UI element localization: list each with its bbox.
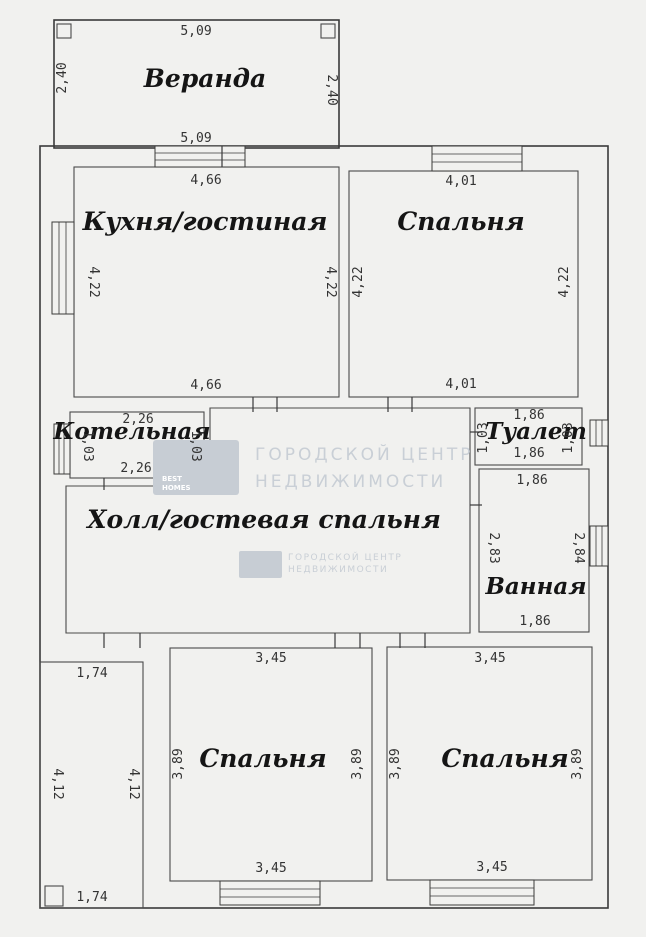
dim-label: 5,09 (180, 131, 211, 146)
dim-label: 1,86 (513, 408, 544, 423)
dim-label: 4,12 (50, 768, 65, 799)
room-label-bedroom-br: Спальня (441, 744, 568, 773)
room-label-hall: Холл/гостевая спальня (85, 505, 441, 534)
window-boiler-left (53, 423, 71, 475)
dim-label: 2,84 (571, 532, 586, 563)
room-label-boiler: Котельная (52, 418, 210, 445)
room-labels: Веранда Кухня/гостиная Спальня Котельная… (52, 64, 586, 773)
dim-label: 2,26 (122, 412, 153, 427)
window-kitchen-left (51, 221, 75, 315)
dim-label: 3,45 (255, 861, 286, 876)
doors (103, 146, 482, 648)
dim-label: 4,01 (445, 377, 476, 392)
room-label-kitchen: Кухня/гостиная (82, 207, 328, 236)
room-label-veranda: Веранда (143, 64, 267, 93)
dim-label: 1,86 (519, 614, 550, 629)
dimension-labels: 5,09 5,09 2,40 2,40 4,66 4,66 4,22 4,22 … (50, 24, 586, 905)
watermark-small-line1: ГОРОДСКОЙ ЦЕНТР (288, 551, 402, 563)
dim-label: 3,45 (476, 860, 507, 875)
dim-label: 2,40 (324, 74, 339, 105)
room-label-bedroom-top: Спальня (397, 207, 524, 236)
dim-label: 2,83 (486, 532, 501, 563)
room-outlines (39, 166, 593, 909)
dim-label: 1,03 (188, 430, 203, 461)
window-bedroom-bl-bottom (219, 880, 321, 906)
watermark-logo (153, 440, 239, 495)
dim-label: 4,22 (323, 266, 338, 297)
dim-label: 1,74 (76, 890, 107, 905)
dim-label: 2,40 (55, 62, 70, 93)
window-bedroom-top (431, 145, 523, 172)
dim-label: 1,03 (476, 422, 491, 453)
dim-label: 1,03 (80, 430, 95, 461)
corner-post (44, 885, 64, 907)
dim-label: 3,89 (388, 748, 403, 779)
window-bedroom-br-bottom (429, 879, 535, 906)
dim-label: 4,66 (190, 378, 221, 393)
dim-label: 1,86 (516, 473, 547, 488)
watermark-line1: ГОРОДСКОЙ ЦЕНТР (255, 443, 473, 465)
watermark-logo-top: BEST (162, 475, 182, 483)
dim-label: 3,89 (171, 748, 186, 779)
dim-label: 3,45 (474, 651, 505, 666)
room-label-toilet: Туалет (485, 418, 587, 445)
dim-label: 3,89 (570, 748, 585, 779)
room-label-bath: Ванная (484, 573, 586, 600)
watermark-small-line2: НЕДВИЖИМОСТИ (288, 565, 388, 575)
toilet-outline (474, 407, 583, 466)
window-toilet-right (589, 419, 609, 447)
dim-label: 3,89 (350, 748, 365, 779)
dim-label: 3,45 (255, 651, 286, 666)
dim-label: 4,22 (557, 266, 572, 297)
veranda-post (56, 23, 72, 39)
bath-outline (478, 468, 590, 633)
dim-label: 4,01 (445, 174, 476, 189)
watermark-line2: НЕДВИЖИМОСТИ (255, 472, 446, 492)
dim-label: 5,09 (180, 24, 211, 39)
kitchen-outline (73, 166, 340, 398)
veranda-post (320, 23, 336, 39)
watermark-logo-bottom: HOMES (162, 484, 191, 492)
watermark-logo-small (239, 551, 282, 578)
dim-label: 4,22 (351, 266, 366, 297)
dim-label: 4,12 (126, 768, 141, 799)
room-label-bedroom-bl: Спальня (199, 744, 326, 773)
dim-label: 1,86 (513, 446, 544, 461)
storage-outline (39, 661, 144, 909)
window-bath-right (589, 525, 609, 567)
dim-label: 1,03 (561, 422, 576, 453)
window-kitchen-top (154, 145, 246, 168)
dim-label: 4,22 (86, 266, 101, 297)
windows (44, 145, 609, 907)
dim-label: 2,26 (120, 461, 151, 476)
dim-label: 4,66 (190, 173, 221, 188)
dim-label: 1,74 (76, 666, 107, 681)
watermark: BEST HOMES ГОРОДСКОЙ ЦЕНТР НЕДВИЖИМОСТИ … (153, 440, 473, 578)
bedroom-top-outline (348, 170, 579, 398)
